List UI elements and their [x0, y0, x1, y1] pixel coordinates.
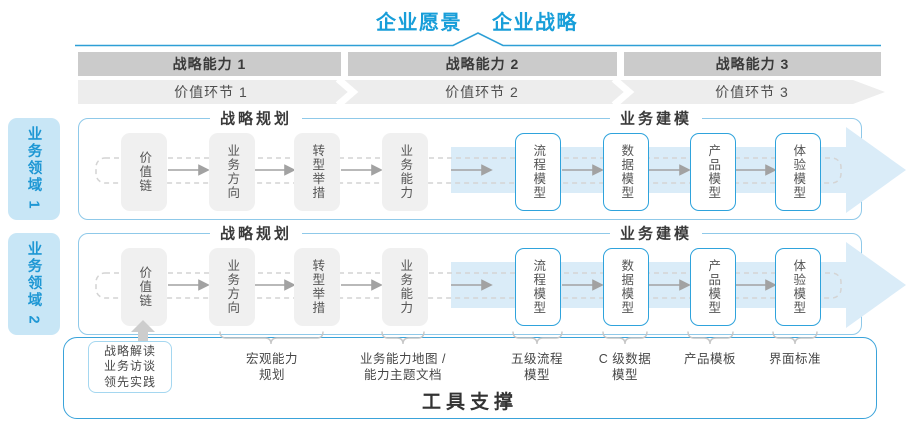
- box-data-model: 数据模型: [603, 248, 649, 326]
- box-label: 业务能力: [398, 259, 413, 315]
- value-link-label-1: 价值环节 1: [174, 84, 248, 100]
- connector-arrows: [168, 164, 777, 176]
- annotation-data-model: C 级数据 模型: [598, 352, 652, 383]
- box-label: 流程模型: [531, 144, 546, 200]
- box-label: 体验模型: [791, 144, 806, 200]
- tool-support-container: 工具支撑: [63, 337, 877, 419]
- annotation-macro-capability: 宏观能力 规划: [245, 352, 299, 383]
- band-chevron-1: [335, 76, 359, 108]
- band-chevron-2: [611, 76, 635, 108]
- value-link-label-2: 价值环节 2: [445, 84, 519, 100]
- box-business-capability: 业务能力: [382, 248, 428, 326]
- box-experience-model: 体验模型: [775, 133, 821, 211]
- box-label: 数据模型: [619, 144, 634, 200]
- domain-label-1: 业务领域 1: [8, 118, 60, 220]
- box-process-model: 流程模型: [515, 248, 561, 326]
- annotation-process-model: 五级流程 模型: [510, 352, 564, 383]
- dashed-track: [95, 157, 842, 184]
- page-title: 企业愿景 企业战略: [0, 6, 910, 35]
- tool-support-title: 工具支撑: [421, 392, 518, 413]
- box-label: 业务方向: [225, 144, 240, 200]
- box-process-model: 流程模型: [515, 133, 561, 211]
- lane2-planning-header: 战略规划: [209, 222, 303, 244]
- box-label: 产品模型: [706, 259, 721, 315]
- swimlane-domain-1: 战略规划 业务建模 价值链 业务方向 转型举措 业务能力 流程模型 数据模型 产…: [78, 107, 906, 220]
- annotation-product-template: 产品模板: [683, 352, 737, 366]
- title-vision: 企业愿景: [376, 12, 462, 34]
- box-label: 业务方向: [225, 259, 240, 315]
- box-label: 价值链: [137, 151, 152, 193]
- domain-label-2: 业务领域 2: [8, 233, 60, 335]
- connector-arrows: [168, 279, 777, 291]
- box-value-chain: 价值链: [121, 248, 167, 326]
- box-label: 业务能力: [398, 144, 413, 200]
- practice-line: 业务访谈: [103, 359, 156, 374]
- box-label: 数据模型: [619, 259, 634, 315]
- dashed-track: [95, 272, 842, 299]
- box-label: 价值链: [137, 266, 152, 308]
- domain-label-2-text: 业务领域 2: [25, 241, 42, 327]
- box-data-model: 数据模型: [603, 133, 649, 211]
- capability-bar-2: 战略能力 2: [348, 52, 617, 76]
- box-experience-model: 体验模型: [775, 248, 821, 326]
- box-product-model: 产品模型: [690, 248, 736, 326]
- box-transformation: 转型举措: [294, 248, 340, 326]
- annotation-ui-standard: 界面标准: [768, 352, 822, 366]
- box-business-capability: 业务能力: [382, 133, 428, 211]
- practice-line: 战略解读: [103, 343, 156, 358]
- box-label: 流程模型: [531, 259, 546, 315]
- capability-bar-1: 战略能力 1: [78, 52, 341, 76]
- box-product-model: 产品模型: [690, 133, 736, 211]
- capability-bar-3: 战略能力 3: [624, 52, 881, 76]
- domain-label-1-text: 业务领域 1: [25, 126, 42, 212]
- title-strategy: 企业战略: [492, 12, 578, 34]
- box-transformation: 转型举措: [294, 133, 340, 211]
- box-business-direction: 业务方向: [209, 133, 255, 211]
- box-value-chain: 价值链: [121, 133, 167, 211]
- annotation-capability-map: 业务能力地图 / 能力主题文档: [360, 352, 446, 383]
- box-label: 转型举措: [310, 144, 325, 200]
- lane2-modeling-header: 业务建模: [609, 222, 703, 244]
- lane1-planning-header: 战略规划: [209, 107, 303, 129]
- practice-line: 领先实践: [103, 374, 156, 389]
- box-label: 产品模型: [706, 144, 721, 200]
- box-business-direction: 业务方向: [209, 248, 255, 326]
- lane1-modeling-header: 业务建模: [609, 107, 703, 129]
- box-label: 转型举措: [310, 259, 325, 315]
- value-link-label-3: 价值环节 3: [715, 84, 789, 100]
- box-label: 体验模型: [791, 259, 806, 315]
- practice-annotation-box: 战略解读 业务访谈 领先实践: [88, 341, 172, 393]
- swimlane-domain-2: 战略规划 业务建模 价值链 业务方向 转型举措 业务能力 流程模型 数据模型 产…: [78, 222, 906, 335]
